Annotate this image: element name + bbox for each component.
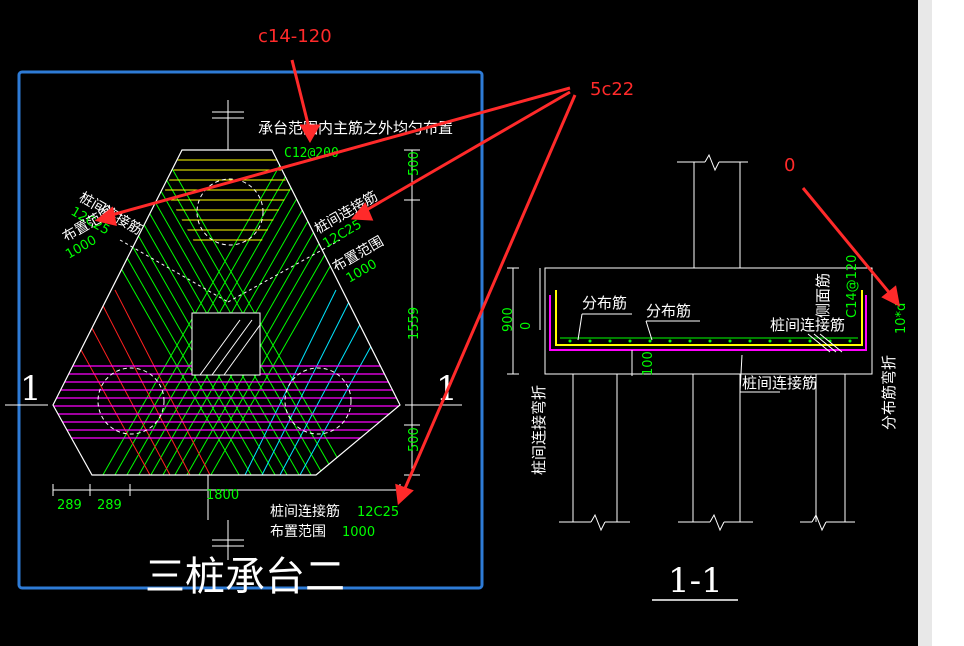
dim-289a: 289 bbox=[57, 498, 82, 513]
section-column bbox=[677, 153, 748, 268]
pile-connection-bars bbox=[53, 365, 400, 439]
section-right-dim: 10*d bbox=[894, 303, 909, 334]
right-panel bbox=[918, 0, 964, 646]
dim-289b: 289 bbox=[97, 498, 122, 513]
cad-drawing-canvas[interactable]: 承台范围内主筋之外均匀布置 C12@200 桩间连接筋 12C25 布置范围 1… bbox=[0, 0, 918, 646]
section-bottom-rebar bbox=[549, 295, 867, 351]
section-1-1-view: 分布筋 分布筋 桩间连接筋 桩间连接筋 侧面筋 C14@120 900 0 10… bbox=[501, 153, 909, 601]
section-right-vertical: 分布筋弯折 bbox=[880, 355, 898, 430]
dim-1559: 1559 bbox=[407, 307, 422, 340]
annotation-0[interactable]: 0 bbox=[784, 155, 795, 176]
annotation-arrows bbox=[94, 59, 901, 506]
section-dim-0: 0 bbox=[519, 322, 534, 330]
bottom-label2: 布置范围 bbox=[270, 523, 326, 540]
section-title: 1-1 bbox=[668, 561, 723, 601]
section-connect2: 桩间连接筋 bbox=[742, 374, 817, 392]
section-dist2: 分布筋 bbox=[646, 302, 691, 320]
dim-500-bot: 500 bbox=[407, 427, 422, 452]
pile-range-lines bbox=[119, 239, 341, 303]
section-mark-left: 1 bbox=[20, 369, 42, 409]
section-leaders bbox=[577, 313, 843, 393]
section-dim-900: 900 bbox=[501, 307, 516, 332]
section-side-bar: 侧面筋 bbox=[814, 273, 832, 318]
dim-1800: 1800 bbox=[206, 488, 239, 503]
section-side-rebar bbox=[555, 290, 863, 346]
bottom-label1: 桩间连接筋 bbox=[270, 503, 340, 520]
section-connect1: 桩间连接筋 bbox=[770, 316, 845, 334]
section-dist1: 分布筋 bbox=[582, 294, 627, 312]
center-axis bbox=[5, 100, 462, 560]
annotation-c14-120[interactable]: c14-120 bbox=[258, 26, 332, 47]
bottom-label2-value: 1000 bbox=[342, 525, 375, 540]
pile-cap-outline bbox=[52, 149, 401, 476]
markup-annotations: c14-120 5c22 0 bbox=[94, 26, 901, 506]
bottom-label1-value: 12C25 bbox=[357, 505, 399, 520]
section-piles bbox=[559, 374, 855, 532]
annotation-5c22[interactable]: 5c22 bbox=[590, 79, 634, 100]
dim-500-top: 500 bbox=[407, 151, 422, 176]
section-left-vertical: 桩间连接弯折 bbox=[530, 385, 548, 475]
section-rebar-dots bbox=[568, 339, 852, 343]
section-dim-lines bbox=[507, 267, 633, 376]
plan-title: 三桩承台二 bbox=[145, 554, 345, 600]
section-dim-100: 100 bbox=[641, 351, 656, 376]
pile-right bbox=[284, 367, 352, 435]
panel-strip bbox=[918, 0, 932, 646]
selection-frame[interactable] bbox=[17, 70, 484, 590]
section-side-spacing: C14@120 bbox=[845, 255, 860, 318]
section-cap bbox=[544, 267, 873, 375]
canvas-background bbox=[0, 0, 918, 646]
pile-top bbox=[196, 178, 264, 246]
column-hatch bbox=[199, 319, 261, 376]
pile-left bbox=[97, 367, 165, 435]
column bbox=[191, 312, 261, 376]
